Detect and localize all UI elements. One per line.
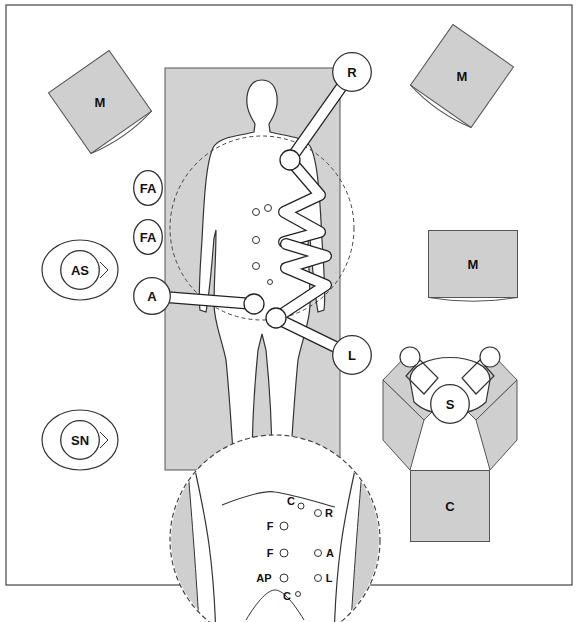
- node-label: SN: [71, 434, 89, 447]
- node-label: S: [446, 398, 455, 411]
- surgeon-console-frame: [383, 356, 517, 470]
- port-label: F: [267, 521, 274, 532]
- first-assistant: FA: [133, 219, 163, 255]
- port-label: F: [267, 548, 274, 559]
- node-label: M: [95, 96, 106, 109]
- port-label: C: [283, 591, 291, 602]
- port-label: A: [326, 548, 334, 559]
- assistant-head: AS: [60, 250, 100, 290]
- node-label: A: [147, 290, 156, 303]
- monitor: M: [428, 230, 518, 298]
- surgeon-console: C: [410, 470, 490, 542]
- surgeon-body: [400, 347, 500, 414]
- port-label: AP: [256, 573, 271, 584]
- node-label: M: [468, 258, 479, 271]
- scrub-nurse-head: SN: [60, 420, 100, 460]
- robotic-arm-l: [266, 244, 352, 355]
- inset-magnification: [165, 435, 385, 622]
- room-frame: [6, 5, 572, 585]
- port-label: R: [325, 508, 333, 519]
- node-label: FA: [140, 231, 157, 244]
- node-label: R: [347, 66, 356, 79]
- port-label: L: [326, 573, 333, 584]
- assistant-nose: [100, 262, 108, 278]
- surgeon-head: S: [430, 384, 470, 424]
- monitor: M: [407, 21, 517, 131]
- assistant-shoulders: [42, 240, 118, 300]
- monitor: M: [45, 47, 155, 157]
- robot-arm-hub: A: [133, 277, 171, 315]
- port-label: C: [287, 496, 295, 507]
- robotic-arm-r: [280, 72, 352, 242]
- robot-arm-hub: R: [332, 52, 372, 92]
- node-label: L: [348, 349, 356, 362]
- node-label: C: [445, 500, 454, 513]
- scrub-nurse-nose: [100, 432, 108, 448]
- node-label: FA: [140, 182, 157, 195]
- working-field-circle: [170, 136, 354, 320]
- first-assistant: FA: [133, 170, 163, 206]
- node-label: AS: [71, 264, 89, 277]
- robot-arm-hub: L: [332, 335, 372, 375]
- node-label: M: [457, 70, 468, 83]
- scrub-nurse-shoulders: [42, 410, 118, 470]
